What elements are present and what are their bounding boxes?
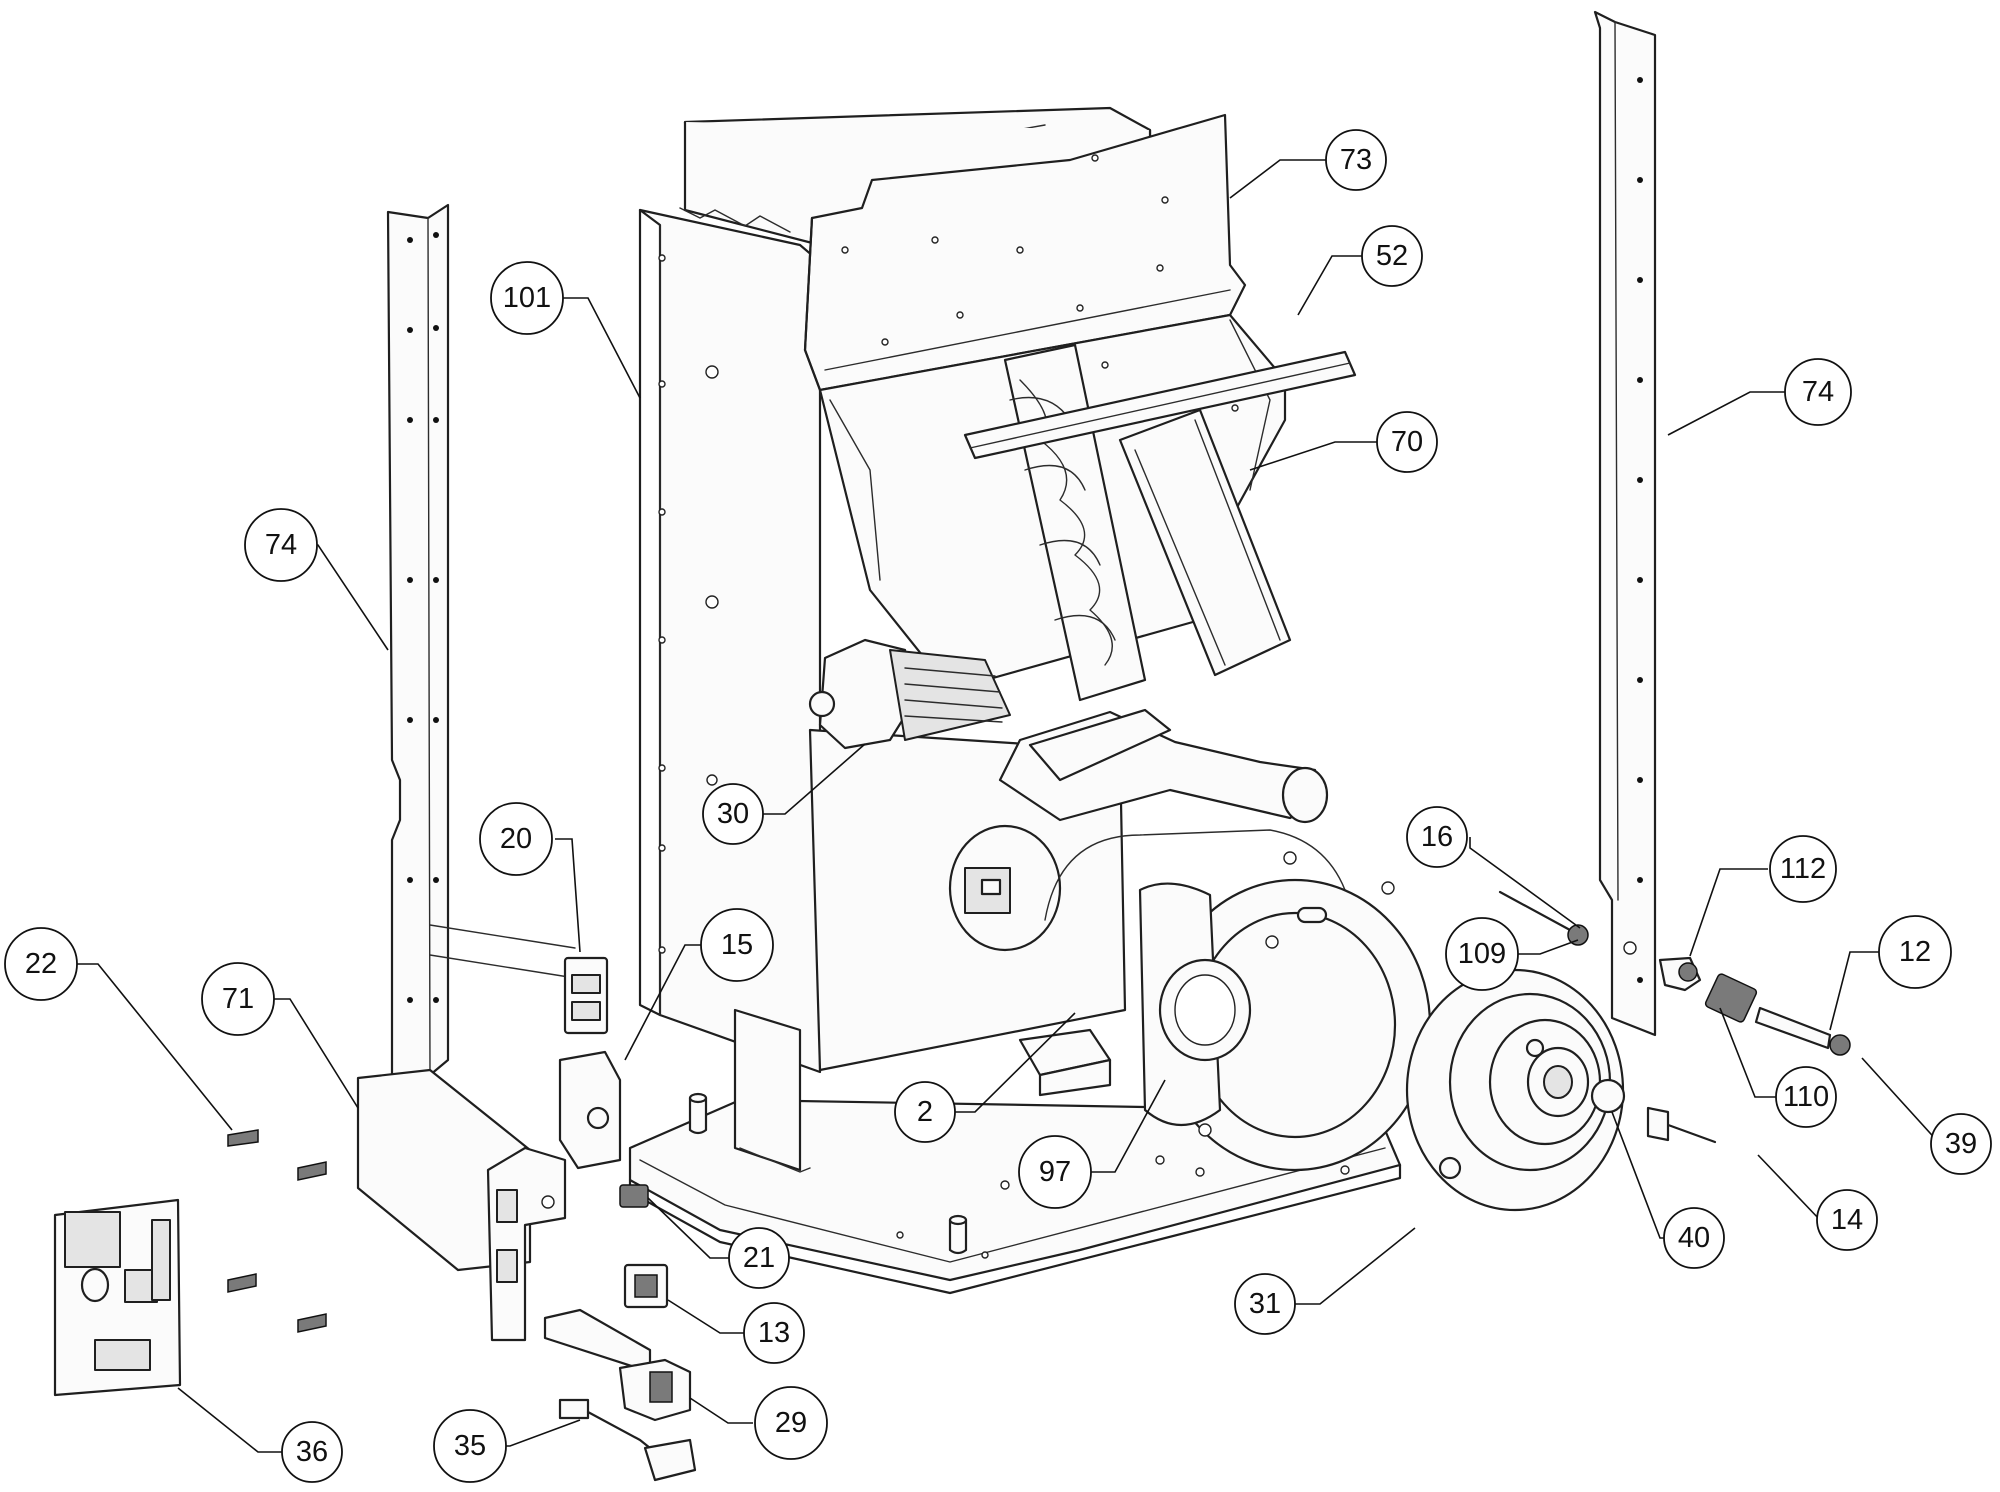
callout-73: 73 <box>1325 129 1387 191</box>
callout-label: 30 <box>717 798 749 830</box>
callout-35: 35 <box>433 1409 507 1483</box>
callout-label: 29 <box>775 1407 807 1439</box>
callout-label: 2 <box>917 1096 933 1128</box>
callout-40: 40 <box>1663 1207 1725 1269</box>
callout-36: 36 <box>281 1421 343 1483</box>
callout-101: 101 <box>490 261 564 335</box>
callout-label: 22 <box>25 948 57 980</box>
callout-label: 20 <box>500 823 532 855</box>
callout-label: 70 <box>1391 426 1423 458</box>
callout-label: 36 <box>296 1436 328 1468</box>
mounting-bracket-71 <box>356 1068 567 1342</box>
callout-14: 14 <box>1816 1189 1878 1251</box>
callout-label: 112 <box>1780 853 1826 885</box>
control-board-36 <box>53 1198 182 1397</box>
callout-31: 31 <box>1234 1273 1296 1335</box>
callout-label: 109 <box>1458 938 1506 970</box>
ignition-parts <box>1498 890 1851 1144</box>
callout-2: 2 <box>894 1081 956 1143</box>
callout-label: 110 <box>1783 1081 1829 1113</box>
callout-13: 13 <box>743 1302 805 1364</box>
callout-label: 13 <box>758 1317 790 1349</box>
right-upright <box>1593 10 1657 1037</box>
callout-74-left: 74 <box>244 508 318 582</box>
callout-112: 112 <box>1769 835 1837 903</box>
callout-70: 70 <box>1376 411 1438 473</box>
callout-74-right: 74 <box>1784 358 1852 426</box>
callout-label: 39 <box>1945 1128 1977 1160</box>
callout-15: 15 <box>700 908 774 982</box>
callout-39: 39 <box>1930 1113 1992 1175</box>
callout-30: 30 <box>702 783 764 845</box>
burner-housing <box>1044 829 1432 1172</box>
callout-22: 22 <box>4 927 78 1001</box>
left-upright <box>386 203 576 1162</box>
socket-15 <box>558 1050 622 1170</box>
switch-13 <box>623 1263 669 1309</box>
auger-assembly <box>808 343 1357 824</box>
callout-label: 52 <box>1376 240 1408 272</box>
callout-label: 40 <box>1678 1222 1710 1254</box>
callout-label: 15 <box>721 929 753 961</box>
callout-110: 110 <box>1775 1066 1837 1128</box>
standoff-22-set <box>227 1129 327 1333</box>
cable-35 <box>558 1398 697 1482</box>
callout-97: 97 <box>1018 1135 1092 1209</box>
callout-label: 35 <box>454 1430 486 1462</box>
callout-12: 12 <box>1878 915 1952 989</box>
callout-label: 71 <box>222 983 254 1015</box>
callout-20: 20 <box>479 802 553 876</box>
callout-52: 52 <box>1361 225 1423 287</box>
callout-label: 74 <box>265 529 297 561</box>
callout-label: 73 <box>1340 144 1372 176</box>
callout-label: 97 <box>1039 1156 1071 1188</box>
callout-label: 74 <box>1802 376 1834 408</box>
callout-21: 21 <box>728 1227 790 1289</box>
callout-label: 12 <box>1899 936 1931 968</box>
callout-109: 109 <box>1445 917 1519 991</box>
callout-label: 16 <box>1421 821 1453 853</box>
callout-16: 16 <box>1406 806 1468 868</box>
callout-label: 31 <box>1249 1288 1281 1320</box>
base-plate <box>628 1092 1402 1295</box>
callout-29: 29 <box>754 1386 828 1460</box>
callout-label: 101 <box>503 282 551 314</box>
terminal-21 <box>619 1184 649 1208</box>
callout-71: 71 <box>201 962 275 1036</box>
power-inlet-29 <box>543 1308 692 1422</box>
connector-20 <box>563 956 609 1035</box>
callout-label: 21 <box>743 1242 775 1274</box>
callout-label: 14 <box>1831 1204 1863 1236</box>
cabinet-body <box>638 106 1152 1173</box>
front-burner-plate <box>1405 968 1625 1212</box>
